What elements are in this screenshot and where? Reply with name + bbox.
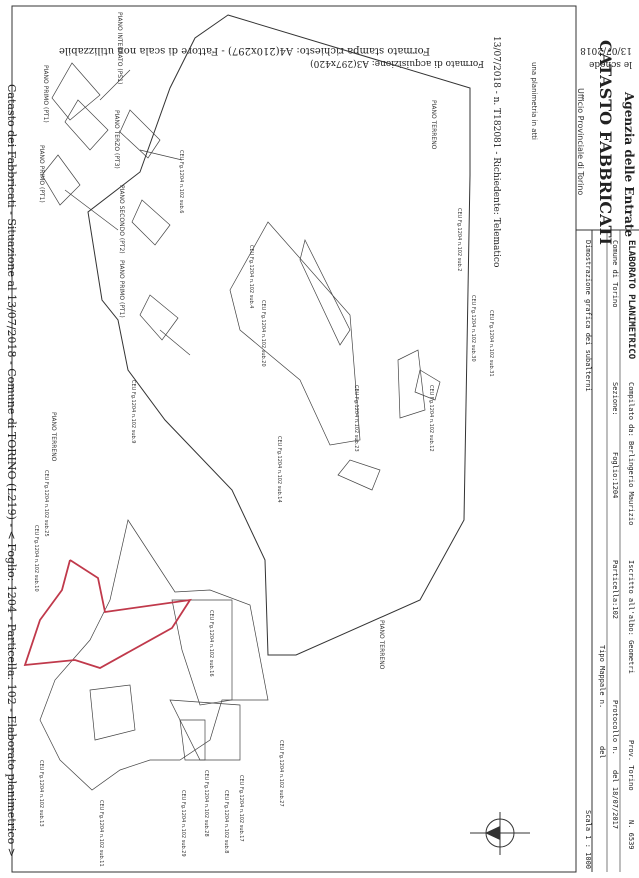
data-line: 13/07/2018 - n. T182081 - Richiedente: T… [491,36,501,267]
ufficio-line: Ufficio Provinciale di Torino [576,88,585,195]
label-piano-interrato: PIANO INTERRATO (PS1) [116,12,123,84]
sezione-field: Sezione: [611,382,619,416]
planimetria-line: una planimetria in atti [530,62,538,140]
floor-sketch-6 [139,294,179,341]
ceu-tag: CEU Fg.1204 n.102 sub.17 [238,775,244,842]
tipo-mappale-field: Tipo Mappale n. [598,645,606,708]
comune-field: Comune di Torino [611,240,619,307]
label-piano-primo-1: PIANO PRIMO (PT1) [42,65,49,123]
del2-field: del [598,746,606,759]
ceu-tag: CEU Fg.1204 n.102 sub.4 [248,245,254,308]
date-prefix: 13/07/2018 [580,45,632,55]
floor-sketch-4 [119,109,161,159]
label-piano-terzo: PIANO TERZO (PT3) [113,110,120,169]
ceu-tag: CEU Fg.1204 n.102 sub.14 [276,436,282,503]
ceu-tags: CEU Fg.1204 n.102 sub.6 CEU Fg.1204 n.10… [33,150,494,867]
ceu-tag: CEU Fg.1204 n.102 sub.9 [130,380,136,443]
formato-line: Formato stampa richiesto: A4(210x297) - … [59,45,430,56]
footer-line: Catasto dei Fabbricati - Situazione al 1… [5,84,18,857]
floor-sketch-1 [51,62,101,121]
label-piano-terreno-top: PIANO TERRENO [430,100,437,150]
ceu-tag: CEU Fg.1204 n.102 sub.6 [178,150,184,213]
building-outline-e [337,459,381,491]
schede-line: Formato di acquisizione: A3(297x420) [310,58,484,69]
label-piano-primo-3: PIANO PRIMO (PT1) [118,260,125,318]
building-outline-d [414,369,441,401]
label-piano-terreno-bottom: PIANO TERRENO [378,620,385,670]
floor-sketch-2 [41,154,81,206]
ceu-tag: CEU Fg.1204 n.102 sub.10 [33,525,39,592]
floor-sketch-5 [131,199,171,246]
header-block: Agenzia delle Entrate CATASTO FABBRICATI… [491,36,636,267]
ceu-tag: CEU Fg.1204 n.102 sub.29 [180,790,186,857]
ceu-tag: CEU Fg.1204 n.102 sub.11 [98,800,104,867]
drawing-frame [11,5,577,873]
building-outline-a [229,221,361,446]
ceu-tag: CEU Fg.1204 n.102 sub.31 [488,310,494,377]
foglio-field: Foglio:1204 [611,452,619,498]
ceu-tag: CEU Fg.1204 n.102 sub.16 [208,610,214,677]
ceu-tag: CEU Fg.1204 n.102 sub.12 [428,385,434,452]
ceu-tag: CEU Fg.1204 n.102 sub.28 [203,770,209,837]
protocollo-field: Protocollo n. [611,700,619,755]
building-block-2 [169,699,241,761]
label-piano-terreno-left: PIANO TERRENO [50,412,57,462]
building-block-3 [89,684,136,741]
ceu-tag: CEU Fg.1204 n.102 sub.2 [456,208,462,271]
ceu-tag: CEU Fg.1204 n.102 sub.30 [470,295,476,362]
highlight-boundary [23,559,192,669]
building-complex-lower [39,519,269,791]
north-arrow [470,812,530,855]
form-block: ELABORATO PLANIMETRICO Compilato da: Ber… [584,240,636,869]
prov-field: Prov. Torino [627,740,635,791]
parcel-outline-large [87,14,471,656]
floor-sketch-3 [64,99,109,151]
scala-field: Scala 1 : 1000 [584,810,592,869]
building-outline-b [299,238,351,346]
ceu-tag: CEU Fg.1204 n.102 sub.23 [353,385,359,452]
particella-field: Particella:102 [611,560,619,619]
iscritto-field: Iscritto all'albo: Geometri [627,560,635,674]
building-outline-c [397,349,426,419]
upside-down-header: Formato stampa richiesto: A4(210x297) - … [59,45,632,69]
dimostrazione-field: Dimostrazione grafica dei subalterni [584,240,592,392]
ceu-tag: CEU Fg.1204 n.102 sub.25 [43,470,49,537]
floor-labels: PIANO TERRENO PIANO TERRENO PIANO TERREN… [38,12,437,670]
agency-name: Agenzia delle Entrate [622,91,636,237]
ceu-tag: CEU Fg.1204 n.102 sub.13 [38,760,44,827]
compilato-field: Compilato da: Berlingerio Maurizio [627,382,635,525]
building-block-4 [179,719,206,761]
catasto-title: CATASTO FABBRICATI [596,40,615,245]
ceu-tag: CEU Fg.1204 n.102 sub.8 [223,790,229,853]
ceu-tag: CEU Fg.1204 n.102 sub.20 [260,300,266,367]
ceu-tag: CEU Fg.1204 n.102 sub.27 [278,740,284,807]
building-block-1 [171,599,233,706]
label-piano-primo-2: PIANO PRIMO (PT1) [38,145,45,203]
form-title: ELABORATO PLANIMETRICO [626,240,636,360]
label-piano-secondo: PIANO SECONDO (PT2) [118,185,125,254]
n-field: N. 6539 [627,820,635,850]
del-field: del 18/07/2017 [611,770,619,829]
schede-prefix: le schede [589,59,632,69]
